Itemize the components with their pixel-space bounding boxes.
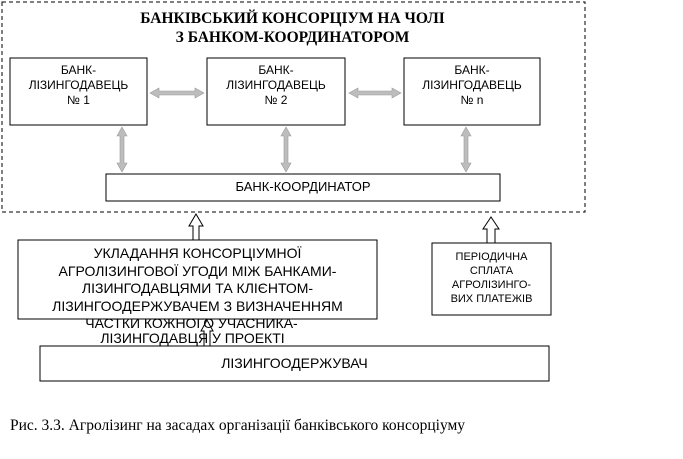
figure-caption: Рис. 3.3. Агролізинг на засадах організа… (10, 417, 466, 434)
bank-1-line3: № 1 (67, 93, 90, 107)
consortium-frame (1, 1, 586, 213)
arrow-bank1-coordinator (116, 126, 128, 173)
bank-2-line1: БАНК- (258, 63, 294, 77)
bank-label-2: БАНК- ЛІЗИНГОДАВЕЦЬ № 2 (207, 63, 345, 108)
consortium-title-line2: З БАНКОМ-КООРДИНАТОРОМ (175, 29, 410, 46)
bank-label-n: БАНК- ЛІЗИНГОДАВЕЦЬ № n (404, 63, 540, 108)
consortium-title-line1: БАНКІВСЬКИЙ КОНСОРЦІУМ НА ЧОЛІ (140, 10, 445, 27)
bank-box-n (403, 57, 541, 126)
arrow-payments-to-consortium (482, 216, 500, 244)
coordinator-label: БАНК-КООРДИНАТОР (235, 179, 371, 194)
arrow-bank2-bankn (348, 87, 402, 99)
bank-2-line2: ЛІЗИНГОДАВЕЦЬ (226, 78, 326, 92)
consortium-title: БАНКІВСЬКИЙ КОНСОРЦІУМ НА ЧОЛІ З БАНКОМ-… (0, 9, 585, 47)
payments-line1: ПЕРІОДИЧНА (455, 251, 528, 263)
bank-label-1: БАНК- ЛІЗИНГОДАВЕЦЬ № 1 (10, 63, 147, 108)
arrow-bank2-coordinator (280, 126, 292, 173)
payments-line3: АГРОЛІЗИНГО- (451, 279, 532, 291)
arrow-agreement-to-consortium (188, 213, 204, 241)
lessee-label: ЛІЗИНГООДЕРЖУВАЧ (221, 355, 368, 371)
lessee-box (39, 345, 550, 382)
arrow-bank1-bank2 (149, 87, 205, 99)
agreement-line1: УКЛАДАННЯ КОНСОРЦІУМНОЇ (93, 245, 302, 261)
agreement-line3: ЛІЗИНГОДАВЦЯМИ ТА КЛІЄНТОМ- (81, 280, 314, 296)
agreement-line4: ЛІЗИНГООДЕРЖУВАЧЕМ З ВИЗНАЧЕННЯМ (52, 297, 343, 314)
coordinator-box (105, 173, 501, 202)
bank-box-1 (9, 57, 148, 126)
bank-1-line1: БАНК- (60, 63, 97, 77)
agreement-line5: ЧАСТКИ КОЖНОГО УЧАСНИКА- (85, 315, 298, 331)
bank-n-line3: № n (460, 93, 484, 107)
agreement-line6: ЛІЗИНГОДАВЦЯ У ПРОЕКТІ (100, 329, 285, 346)
bank-1-line2: ЛІЗИНГОДАВЕЦЬ (28, 78, 129, 92)
bank-box-2 (206, 57, 346, 126)
arrow-lessee-to-agreement (200, 318, 214, 347)
payments-text: ПЕРІОДИЧНА СПЛАТА АГРОЛІЗИНГО- ВИХ ПЛАТЕ… (432, 250, 551, 306)
arrow-bankn-coordinator (460, 126, 472, 173)
bank-n-line1: БАНК- (454, 63, 490, 77)
payments-line2: СПЛАТА (469, 265, 514, 277)
agreement-text: УКЛАДАННЯ КОНСОРЦІУМНОЇ АГРОЛІЗИНГОВОЇ У… (18, 245, 377, 347)
agreement-line2: АГРОЛІЗИНГОВОЇ УГОДИ МІЖ БАНКАМИ- (58, 262, 337, 279)
bank-2-line3: № 2 (264, 93, 288, 107)
payments-line4: ВИХ ПЛАТЕЖІВ (450, 293, 533, 305)
bank-n-line2: ЛІЗИНГОДАВЕЦЬ (422, 78, 522, 92)
